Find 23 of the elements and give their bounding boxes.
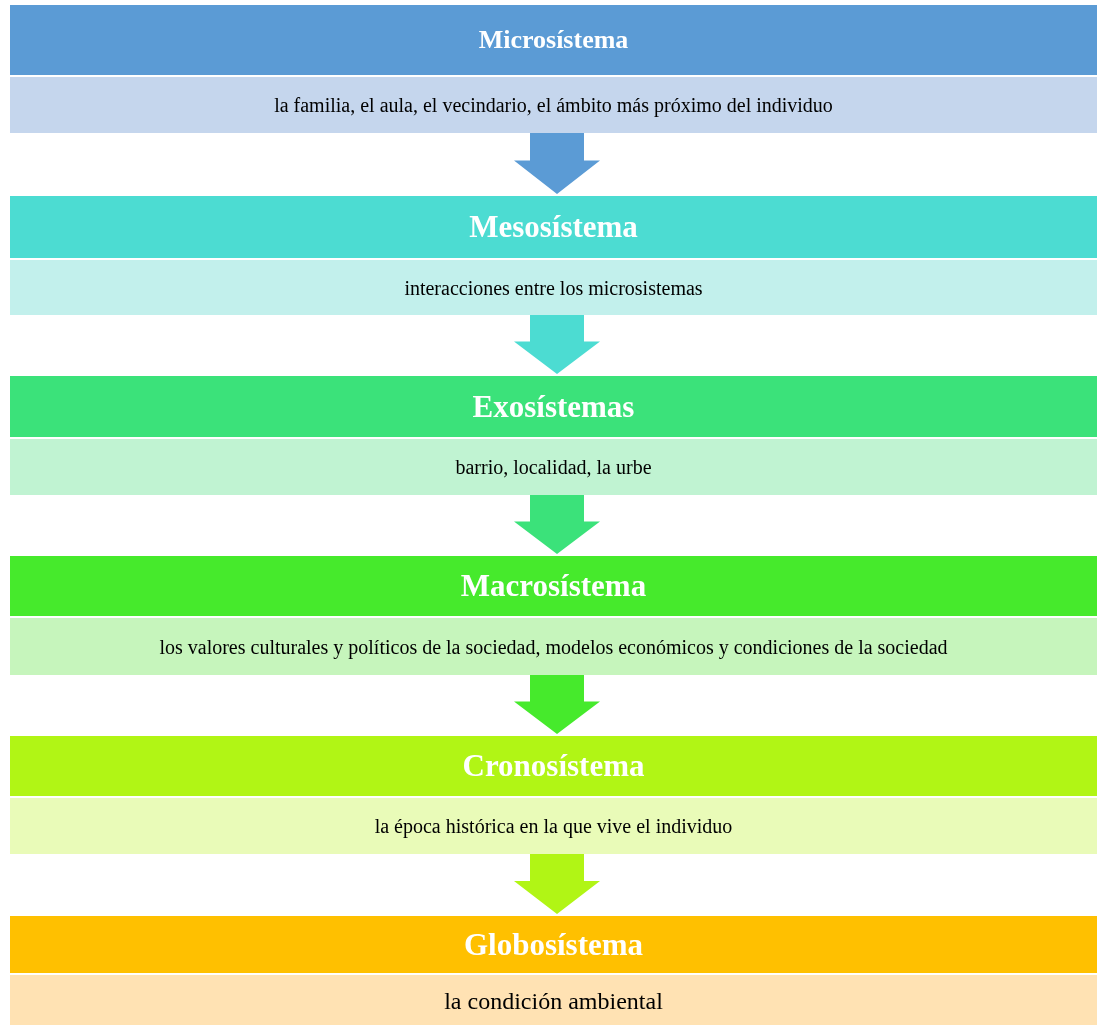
level-heading: Microsístema	[10, 5, 1097, 75]
level-panel	[10, 196, 1097, 315]
block-arrow	[514, 675, 600, 734]
level-heading: Macrosístema	[10, 556, 1097, 616]
level-description: interacciones entre los microsistemas	[404, 276, 703, 299]
level-heading: Mesosístema	[10, 196, 1097, 258]
block-arrow	[514, 854, 600, 914]
level-panel	[10, 376, 1097, 495]
level-heading: Exosístemas	[10, 376, 1097, 437]
level-heading: Cronosístema	[10, 736, 1097, 796]
level-description: barrio, localidad, la urbe	[455, 456, 652, 478]
level-panel	[10, 916, 1097, 1025]
level-panel	[10, 556, 1097, 675]
level-description: la época histórica en la que vive el individuo	[374, 815, 733, 837]
level-description: los valores culturales y políticos de la sociedad, modelos económicos y condiciones de la sociedad	[159, 635, 948, 658]
level-description: la condición ambiental	[444, 987, 663, 1015]
level-description: la familia, el aula, el vecindario, el ámbito más próximo del individuo	[274, 94, 833, 116]
level-panel	[10, 5, 1097, 133]
block-arrow	[514, 133, 600, 194]
level-heading: Globosístema	[10, 916, 1097, 973]
level-panel	[10, 736, 1097, 854]
block-arrow	[514, 495, 600, 554]
block-arrow	[514, 315, 600, 374]
